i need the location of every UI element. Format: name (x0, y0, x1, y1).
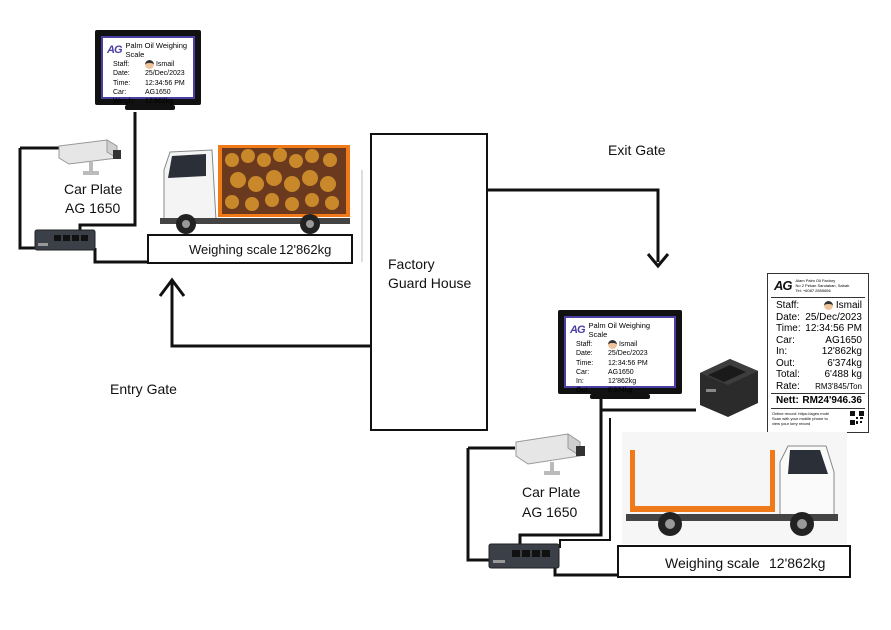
exit-gate-label: Exit Gate (608, 142, 666, 158)
ag-logo: AG (107, 44, 122, 56)
receipt-printer-icon (700, 359, 758, 417)
row-key: Staff: (113, 61, 130, 68)
row-value: 12'862kg (608, 378, 637, 386)
receipt-value: RM3'845/Ton (815, 381, 862, 391)
exit-car-plate-value: AG 1650 (522, 504, 578, 520)
company-line: Alam Palm Oil Factory (795, 278, 836, 283)
avatar-icon (608, 340, 617, 349)
row-key: Car: (576, 368, 590, 376)
exit-car-plate-label: Car Plate (522, 484, 581, 500)
nett-value: RM24'946.36 (802, 395, 862, 406)
row-key: In: (576, 378, 584, 386)
entry-car-plate-value: AG 1650 (65, 200, 121, 216)
row-key: Time: (113, 79, 131, 87)
footer-line: Scan with your mobile phone to (772, 415, 828, 421)
exit-monitor: AG Palm Oil Weighing Scale Staff: Ismail… (558, 310, 682, 394)
receipt-key: Car: (776, 334, 795, 346)
receipt: AG Alam Palm Oil Factory No 2 Pekan Sand… (767, 273, 869, 433)
factory-guard-house: Factory Guard House (370, 133, 488, 431)
row-value: Ismail (155, 61, 175, 68)
row-key: Time: (576, 359, 594, 367)
receipt-value: 25/Dec/2023 (805, 311, 862, 323)
exit-monitor-screen: AG Palm Oil Weighing Scale Staff: Ismail… (564, 316, 676, 394)
nett-key: Nett: (776, 395, 799, 406)
avatar-icon (145, 60, 154, 69)
entry-gate-label: Entry Gate (110, 381, 177, 397)
receipt-ag-logo: AG (774, 278, 792, 293)
row-key: Car: (113, 88, 127, 96)
entry-weighing-scale: Weighing scale 12'862kg (147, 234, 353, 264)
entry-car-plate-label: Car Plate (64, 181, 123, 197)
entry-monitor: AG Palm Oil Weighing Scale Staff: Ismail… (95, 30, 201, 105)
network-switch-icon (488, 543, 560, 569)
entry-monitor-screen: AG Palm Oil Weighing Scale Staff: Ismail… (101, 36, 195, 105)
receipt-key: Total: (776, 369, 800, 380)
receipt-value: 12:34:56 PM (805, 323, 862, 334)
row-value: 25/Dec/2023 (608, 350, 648, 358)
scale-value: 12'862kg (279, 242, 332, 257)
qr-code-icon (850, 410, 864, 425)
monitor-title: Palm Oil Weighing Scale (125, 41, 188, 59)
row-value: 12'862kg (145, 98, 174, 106)
avatar-icon (824, 300, 834, 310)
row-value: 25/Dec/2023 (145, 70, 185, 78)
camera-icon (58, 139, 121, 175)
company-line: No 2 Pekan Sandakan, Sabah (795, 283, 850, 288)
row-key: Staff: (576, 341, 593, 348)
footer-line: Online record: https://agen.mobi (772, 410, 829, 416)
receipt-value: 6'488 kg (824, 369, 863, 380)
exit-weighing-scale: Weighing scale 12'862kg (617, 545, 851, 578)
scale-value: 12'862kg (769, 555, 826, 571)
receipt-key: Time: (776, 323, 801, 334)
loaded-truck-icon (160, 145, 350, 234)
camera-icon (515, 433, 585, 475)
row-key: Out: (576, 387, 590, 395)
row-value: 6'374kg (608, 387, 633, 395)
receipt-key: Rate: (776, 380, 800, 392)
row-value: AG1650 (608, 368, 634, 376)
receipt-value: AG1650 (825, 334, 862, 346)
guard-house-line2: Guard House (388, 275, 472, 291)
scale-label: Weighing scale (665, 555, 760, 571)
row-value: 12:34:56 PM (608, 359, 648, 367)
receipt-key: Date: (776, 311, 800, 323)
row-value: AG1650 (145, 88, 171, 96)
row-key: Date: (113, 70, 130, 78)
receipt-value: 12'862kg (821, 346, 862, 357)
receipt-value: 6'374kg (827, 357, 862, 369)
row-key: Weigh: (113, 98, 135, 106)
scale-label: Weighing scale (189, 242, 277, 257)
receipt-key: In: (776, 346, 788, 357)
receipt-value: Ismail (835, 300, 862, 311)
monitor-stand (125, 105, 175, 110)
empty-truck-icon (622, 432, 847, 544)
row-key: Date: (576, 350, 593, 358)
row-value: 12:34:56 PM (145, 79, 185, 87)
guard-house-line1: Factory (388, 256, 435, 272)
receipt-key: Out: (776, 357, 795, 369)
network-switch-icon (34, 229, 96, 251)
company-line: Tel: +6087 2855656 (795, 288, 831, 293)
receipt-key: Staff: (776, 300, 800, 311)
footer-line: view your lorry record (772, 420, 811, 426)
monitor-title: Palm Oil Weighing Scale (588, 321, 651, 339)
ag-logo: AG (570, 324, 585, 336)
monitor-stand (590, 394, 650, 399)
row-value: Ismail (618, 341, 638, 348)
